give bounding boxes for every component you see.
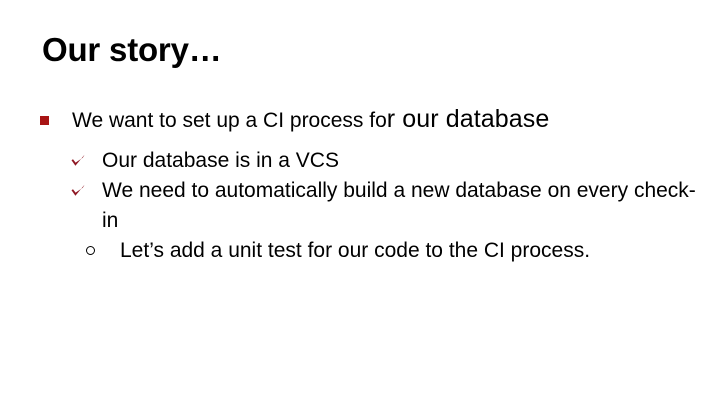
square-bullet-icon: [40, 116, 49, 125]
bullet-level2-item-1: We need to automatically build a new dat…: [68, 176, 696, 236]
bullet-level3-group: Let’s add a unit test for our code to th…: [68, 236, 696, 266]
page-title: Our story…: [42, 31, 222, 68]
bullet-level1-text: We want to set up a CI process for our d…: [72, 105, 549, 133]
bullet-level2-text-1: We need to automatically build a new dat…: [102, 179, 696, 232]
bullet-level1: We want to set up a CI process for our d…: [36, 104, 696, 136]
bullet-level2-item-0: Our database is in a VCS: [68, 146, 696, 176]
check-bullet-icon: [70, 146, 90, 176]
bullet-level1-text-emphasis: r our database: [386, 105, 550, 133]
slide-body: We want to set up a CI process for our d…: [36, 104, 696, 266]
bullet-level3-item-0: Let’s add a unit test for our code to th…: [82, 236, 696, 266]
check-bullet-icon: [70, 176, 90, 206]
bullet-level2-group: Our database is in a VCS We need to auto…: [36, 146, 696, 266]
bullet-level1-text-normal: We want to set up a CI process fo: [72, 109, 387, 132]
circle-bullet-icon: [86, 246, 95, 255]
bullet-level2-text-0: Our database is in a VCS: [102, 149, 339, 172]
bullet-level3-text-0: Let’s add a unit test for our code to th…: [120, 239, 591, 262]
